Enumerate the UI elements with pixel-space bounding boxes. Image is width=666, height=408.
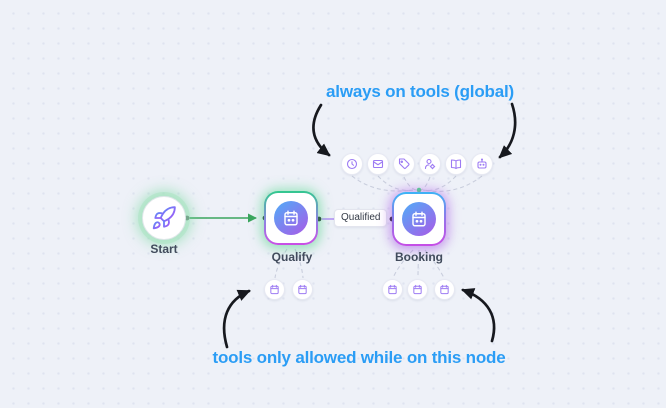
booking-tool-calendar-1[interactable]	[382, 279, 403, 300]
global-tool-user[interactable]	[419, 153, 441, 175]
book-open-icon	[450, 159, 462, 170]
calendar-icon	[440, 284, 449, 295]
clock-icon	[346, 158, 358, 170]
calendar-icon	[270, 284, 279, 295]
calendar-icon	[284, 210, 298, 226]
global-tools-annotation: always on tools (global)	[326, 82, 514, 101]
start-node-label: Start	[150, 242, 178, 256]
node-booking[interactable]	[392, 192, 446, 246]
booking-tool-calendar-2[interactable]	[407, 279, 428, 300]
sketch-arrow-top-left	[312, 103, 331, 157]
tag-icon	[398, 158, 410, 169]
sketch-arrow-top-right	[498, 102, 517, 159]
edge-label-qualified[interactable]: Qualified	[334, 209, 388, 227]
qualify-tool-calendar-1[interactable]	[264, 279, 285, 300]
node-qualify[interactable]	[264, 191, 318, 245]
global-tool-bot[interactable]	[471, 153, 493, 175]
bot-icon	[477, 158, 487, 169]
node-tools-annotation: tools only allowed while on this node	[212, 348, 506, 367]
global-tool-clock[interactable]	[341, 153, 363, 175]
calendar-icon	[413, 284, 422, 295]
calendar-icon	[388, 284, 397, 295]
booking-node-label: Booking	[395, 250, 443, 264]
global-tool-connectors	[351, 175, 483, 192]
global-tool-book[interactable]	[445, 153, 467, 175]
sketch-arrow-bottom-right	[461, 288, 496, 343]
calendar-icon	[298, 284, 307, 295]
qualify-tool-calendar-2[interactable]	[292, 279, 313, 300]
rocket-icon	[152, 206, 176, 230]
qualify-tool-connectors	[274, 248, 304, 279]
booking-tool-calendar-3[interactable]	[434, 279, 455, 300]
booking-top-handle[interactable]	[416, 187, 422, 193]
booking-badge	[402, 202, 436, 236]
node-start[interactable]	[142, 196, 186, 240]
sketch-arrow-bottom-left	[222, 289, 251, 349]
global-tool-tag[interactable]	[393, 153, 415, 175]
qualify-badge	[274, 201, 308, 235]
sketch-arrows	[222, 102, 517, 349]
mail-icon	[372, 159, 384, 169]
calendar-icon	[412, 211, 426, 227]
booking-tool-connectors	[392, 249, 445, 279]
qualify-node-label: Qualify	[271, 250, 313, 264]
global-tool-mail[interactable]	[367, 153, 389, 175]
user-gear-icon	[424, 158, 436, 170]
